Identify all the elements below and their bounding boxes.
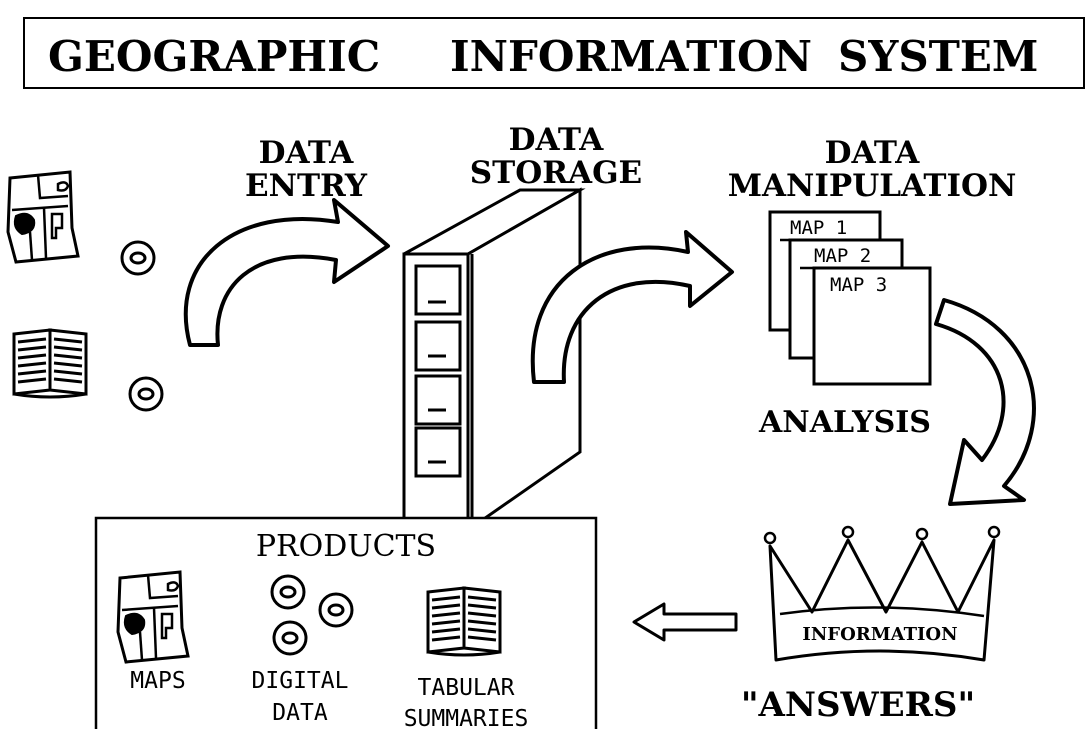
book-icon [426,586,502,657]
map-icon [116,570,190,664]
map-sheet-label-3: MAP 3 [830,274,887,296]
answers-label: "ANSWERS" [741,685,975,725]
product-tabular-label-line2: SUMMARIES [404,706,529,729]
map-sheets-stack [768,210,932,386]
data-manipulation-label-line1: DATA [825,135,921,171]
product-digital-label-line1: DIGITAL [252,668,349,694]
map-icon [6,170,80,264]
title-word-system: SYSTEM [838,32,1038,81]
product-digital-label-line2: DATA [272,700,328,726]
arrow-icon [530,230,734,384]
crown-icon [763,525,1001,662]
product-maps-label: MAPS [130,668,185,694]
disk-icon [270,574,306,610]
product-tabular-label-line1: TABULAR [418,675,515,701]
data-storage-label-line1: DATA [509,122,605,158]
data-entry-label-line2: ENTRY [245,168,368,204]
disk-icon [318,592,354,628]
products-heading: PRODUCTS [256,529,436,564]
arrow-icon [934,298,1036,506]
book-icon [12,328,88,399]
arrow-icon [632,602,738,642]
data-entry-label-line1: DATA [259,135,355,171]
disk-icon [272,620,308,656]
arrow-icon [183,198,390,347]
file-cabinet-icon [402,187,586,533]
disk-icon [120,240,156,276]
title-word-geographic: GEOGRAPHIC [48,32,380,81]
map-sheet-label-1: MAP 1 [790,217,847,239]
analysis-label: ANALYSIS [758,405,931,440]
title-word-information: INFORMATION [450,32,812,81]
map-sheet-label-2: MAP 2 [814,245,871,267]
data-storage-label-line2: STORAGE [470,155,642,191]
information-label: INFORMATION [802,624,957,645]
title-frame [23,17,1085,89]
data-manipulation-label-line2: MANIPULATION [728,168,1017,204]
disk-icon [128,376,164,412]
